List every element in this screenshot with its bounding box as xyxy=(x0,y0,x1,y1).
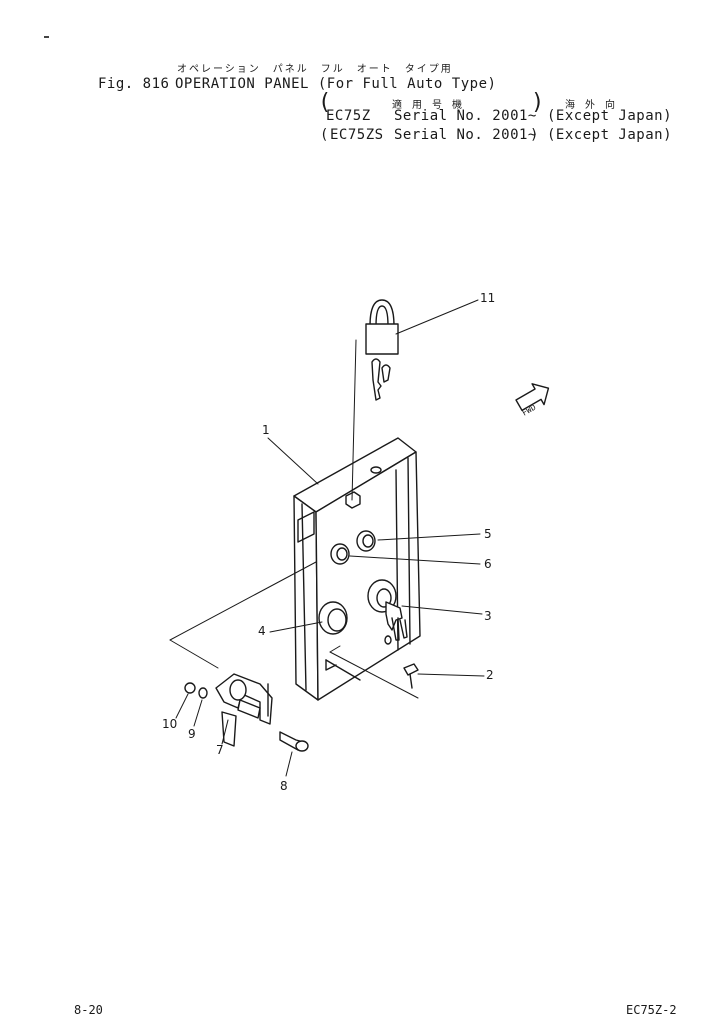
close-paren: ) xyxy=(531,90,545,115)
serial-row-1-destination: (Except Japan) xyxy=(547,108,673,124)
serial-row-1-serial: Serial No. 2001~ xyxy=(394,108,537,124)
serial-row-2-close-paren: ) xyxy=(530,127,539,143)
serial-row-2-serial: Serial No. 2001~ xyxy=(394,127,537,143)
washer-9 xyxy=(198,687,208,699)
serial-row-2-destination: (Except Japan) xyxy=(547,127,673,143)
bolt-8 xyxy=(279,731,309,752)
print-mark xyxy=(44,36,49,38)
nut-10 xyxy=(184,682,196,694)
callout-11: 11 xyxy=(480,291,495,305)
jp-destination: 海 外 向 xyxy=(565,100,618,111)
operation-panel-body xyxy=(293,437,421,701)
knob-5 xyxy=(356,530,376,552)
figure-title: OPERATION PANEL (For Full Auto Type) xyxy=(175,76,497,92)
callout-1: 1 xyxy=(262,423,270,437)
fwd-arrow-icon xyxy=(515,383,550,412)
page-number: 8-20 xyxy=(74,1003,103,1017)
callout-6: 6 xyxy=(484,557,492,571)
open-paren: ( xyxy=(318,90,332,115)
serial-row-1-model: EC75Z xyxy=(326,108,371,124)
padlock-11 xyxy=(351,299,399,501)
knob-6 xyxy=(330,543,350,565)
document-code: EC75Z-2 xyxy=(626,1003,677,1017)
bracket-7 xyxy=(215,673,273,747)
callout-2: 2 xyxy=(486,668,494,682)
serial-row-2-model: EC75ZS xyxy=(330,127,384,143)
knob-4 xyxy=(318,601,348,635)
jp-applicable-models: 適 用 号 機 xyxy=(392,100,465,111)
callout-8: 8 xyxy=(280,779,288,793)
figure-number: Fig. 816 xyxy=(98,76,170,92)
key-switch-3 xyxy=(367,579,408,641)
callout-10: 10 xyxy=(162,717,177,731)
callout-9: 9 xyxy=(188,727,196,741)
bolt-2 xyxy=(403,663,419,689)
callout-7: 7 xyxy=(216,743,224,757)
serial-row-2-open-paren: ( xyxy=(320,127,329,143)
callout-3: 3 xyxy=(484,609,492,623)
callout-5: 5 xyxy=(484,527,492,541)
callout-4: 4 xyxy=(258,624,266,638)
jp-title: オペレーション パネル フル オート タイプ用 xyxy=(177,64,453,75)
